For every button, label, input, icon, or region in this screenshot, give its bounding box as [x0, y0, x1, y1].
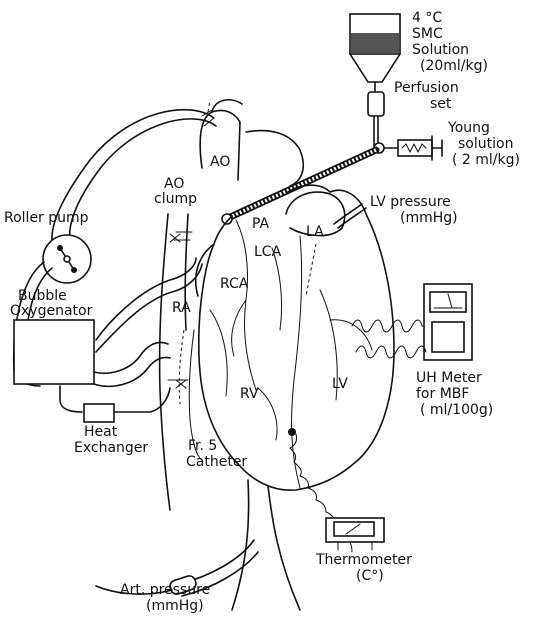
heat-exchanger [60, 386, 170, 422]
rca-label: RCA [220, 276, 248, 292]
uh-mbf-label: for MBF [416, 386, 469, 402]
exchanger-label: Exchanger [74, 440, 148, 456]
ao-clump-label-1: AO [164, 176, 184, 192]
thermometer-device [326, 518, 384, 550]
lv-pressure-unit: (mmHg) [400, 210, 458, 226]
uh-meter-label: UH Meter [416, 370, 482, 386]
young-label: Young [448, 120, 490, 136]
thermometer-unit: (C°) [356, 568, 384, 584]
coil-wire-2 [356, 346, 426, 358]
ra-label: RA [172, 300, 191, 316]
perfusion-label: Perfusion [394, 80, 459, 96]
bubble-label: Bubble [18, 288, 67, 304]
catheter-size-label: Fr. 5 [188, 438, 217, 454]
heat-label: Heat [84, 424, 117, 440]
art-pressure-unit: (mmHg) [146, 598, 204, 614]
perfusion-set-label: set [430, 96, 451, 112]
thermometer-label: Thermometer [316, 552, 412, 568]
oxygenator-label: Oxygenator [10, 303, 92, 319]
aortic-return-tube [52, 100, 216, 260]
uh-meter-device [424, 284, 472, 360]
la-label: LA [306, 224, 324, 240]
smc-solution-bag [350, 14, 400, 92]
young-solution-syringe [383, 136, 442, 160]
art-pressure-label: Art. pressure [120, 582, 210, 598]
lv-label: LV [332, 376, 348, 392]
young-dose-label: ( 2 ml/kg) [452, 152, 520, 168]
roller-pump [43, 235, 91, 283]
catheter-label: Catheter [186, 454, 247, 470]
uh-unit-label: ( ml/100g) [420, 402, 493, 418]
bubble-oxygenator [14, 320, 94, 384]
roller-pump-label: Roller pump [4, 210, 89, 226]
smc-label: SMC [412, 26, 443, 42]
ao-clump-label-2: clump [154, 191, 197, 207]
perfusion-set-chamber [368, 92, 384, 146]
rv-label: RV [240, 386, 259, 402]
young-solution-label: solution [458, 136, 513, 152]
pa-label: PA [252, 216, 269, 232]
lv-pressure-line [306, 204, 366, 296]
lca-label: LCA [254, 244, 281, 260]
ao-label: AO [210, 154, 230, 170]
lv-pressure-label: LV pressure [370, 194, 451, 210]
smc-temp-label: 4 °C [412, 10, 442, 26]
smc-solution-label: Solution [412, 42, 469, 58]
smc-dose-label: (20ml/kg) [420, 58, 488, 74]
coil-wire-1 [352, 320, 424, 332]
